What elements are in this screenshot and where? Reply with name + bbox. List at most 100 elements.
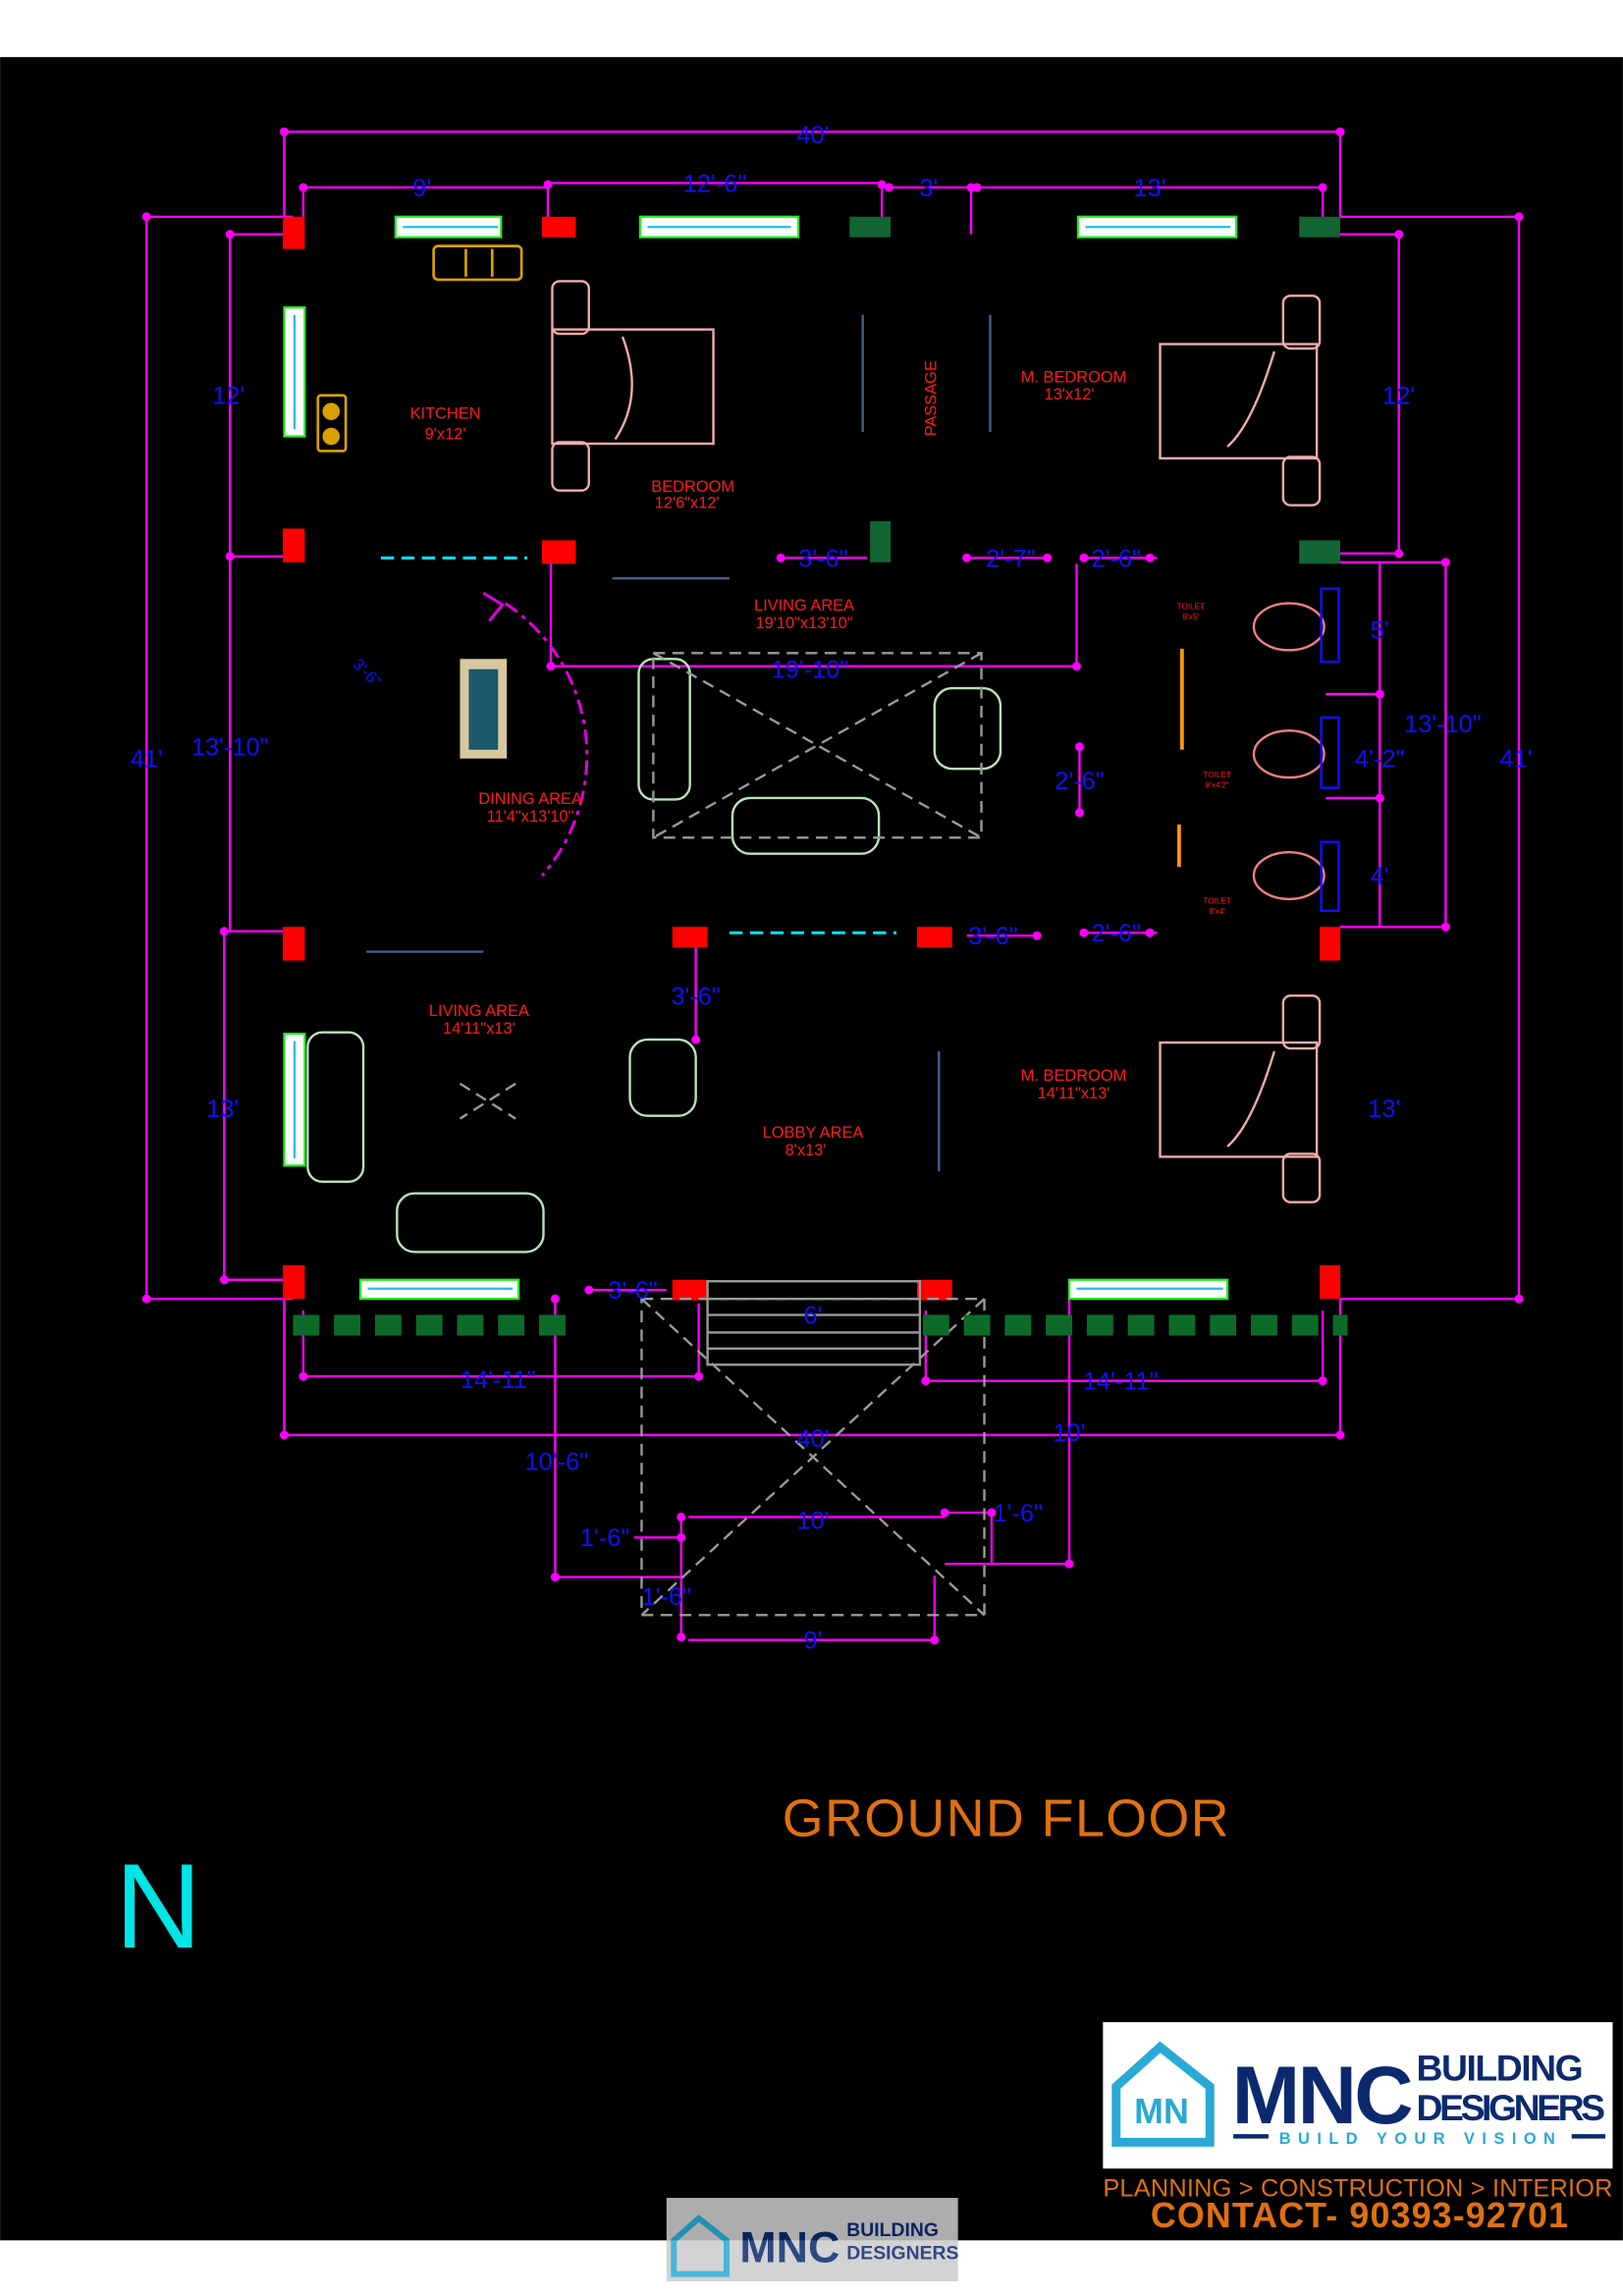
dimension-lines-shape	[141, 127, 1524, 1645]
dimension-lines-shape-shape	[940, 1508, 949, 1518]
dimension-lines-shape	[301, 1303, 1325, 1382]
dimension-lines-shape-shape	[550, 1573, 560, 1582]
dimension-lines-shape-shape	[776, 553, 785, 562]
dimension-labels: 40' 9' 12'-6" 3' 13' 41' 41' 12' 13'-10"…	[131, 122, 1533, 1654]
dim-top-kitchen: 9'	[412, 175, 431, 202]
dimension-lines-shape-shape	[1440, 558, 1450, 567]
dim-left-top: 12'	[212, 383, 244, 410]
dim-left-mid: 13'-10"	[191, 734, 269, 762]
watermark-house-icon	[671, 2215, 730, 2277]
dim-toilet-door: 2'-6"	[1055, 768, 1104, 795]
columns	[282, 216, 1341, 1301]
toilets-shape	[1320, 587, 1340, 664]
dimension-lines-shape-shape	[225, 552, 235, 561]
columns-shape	[1320, 1264, 1341, 1300]
dimension-lines-shape-shape	[1514, 212, 1524, 222]
dim-door-top-1: 3'-6"	[798, 545, 847, 572]
dimension-lines-shape-shape	[1318, 183, 1327, 192]
living-top-size: 19'10"x13'10"	[756, 614, 853, 632]
dimension-lines-shape-shape	[219, 927, 229, 936]
bed-master-bottom-shape	[1281, 994, 1322, 1050]
dimension-lines-shape-shape	[1079, 553, 1089, 562]
dim-front-total: 40'	[796, 1425, 829, 1453]
dimension-lines-shape-shape	[987, 1508, 997, 1518]
dim-left-total: 41'	[131, 746, 163, 774]
windows-shape	[293, 226, 1231, 1290]
sofa-set-bottom	[306, 1031, 697, 1254]
toilet-3-label: TOILET	[1203, 896, 1231, 905]
dimension-lines-shape	[301, 182, 1325, 235]
dim-left-bottom: 13'	[206, 1095, 239, 1123]
toilets-shape	[1252, 729, 1325, 779]
dimension-lines-shape-shape	[141, 212, 151, 222]
toilets-shape	[1252, 602, 1325, 652]
dimension-lines-shape-shape	[1335, 127, 1345, 136]
sofa-set-bottom-shape	[306, 1031, 365, 1184]
dimension-lines-shape-shape	[543, 180, 553, 189]
dining-door-swing	[504, 602, 589, 878]
dim-porch-offset-right: 1'-6"	[994, 1500, 1043, 1527]
brand-line2: DESIGNERS	[1417, 2087, 1605, 2128]
m-bedroom-bottom-label: M. BEDROOM	[1021, 1067, 1126, 1085]
entry-steps-shape	[706, 1280, 922, 1366]
dim-porch-offset-left: 1'-6"	[580, 1524, 629, 1552]
dimension-lines-shape-shape	[219, 1275, 229, 1285]
dim-door-top-3: 2'-6"	[1092, 545, 1141, 572]
columns-shape	[282, 216, 305, 249]
bed-bedroom	[551, 280, 715, 492]
dimension-lines-shape	[283, 131, 1342, 217]
watermark-name: MNC	[739, 2223, 839, 2272]
room-labels: KITCHEN 9'x12' BEDROOM 12'6"x12' PASSAGE…	[410, 360, 1231, 1159]
dimension-lines-shape	[549, 553, 1081, 1041]
dimension-lines-shape-shape	[298, 1371, 308, 1381]
dimension-lines-shape-shape	[676, 1532, 686, 1542]
toilet-1-size: 8'x5'	[1183, 613, 1200, 621]
toilet-doors-shape	[1177, 648, 1184, 868]
columns-shape	[870, 521, 892, 562]
brand-logo: MN MNC BUILDING DESIGNERS BUILD YOUR VIS…	[1103, 2022, 1612, 2235]
dimension-lines-shape-shape	[1440, 922, 1450, 932]
dimension-lines-shape-shape	[298, 183, 308, 192]
dim-living-width: 19'-10"	[772, 657, 849, 684]
dim-right-bottom: 13'	[1368, 1095, 1400, 1123]
doors-shape	[482, 591, 505, 622]
living-bottom-label: LIVING AREA	[429, 1002, 529, 1020]
doors-shape	[366, 314, 992, 1172]
dimension-lines	[141, 127, 1524, 1645]
living-bottom-size: 14'11"x13'	[443, 1020, 515, 1038]
dining-size: 11'4"x13'10"	[487, 808, 574, 826]
lobby-label: LOBBY AREA	[763, 1124, 864, 1142]
kitchen-sink	[432, 244, 523, 282]
dimension-lines-shape-shape	[1043, 553, 1053, 562]
bed-master-top-shape	[1159, 343, 1319, 460]
kitchen-stove-shape	[316, 394, 348, 453]
bedroom-size: 12'6"x12'	[655, 495, 720, 512]
dimension-lines-shape-shape	[972, 183, 982, 192]
sofa-set-top-shape	[730, 796, 881, 855]
lobby-size: 8'x13'	[785, 1142, 827, 1159]
kitchen-sink-shape	[432, 244, 523, 282]
dim-toilet-3: 4'	[1371, 863, 1389, 890]
bed-master-bottom-shape	[1281, 1152, 1322, 1203]
dimension-lines-shape	[223, 233, 294, 1281]
kitchen-stove-shape	[322, 402, 341, 420]
columns-shape	[1320, 927, 1341, 961]
bed-master-top	[1159, 294, 1322, 507]
m-bedroom-top-size: 13'x12'	[1045, 386, 1095, 403]
windows	[283, 215, 1238, 1301]
brand-contact: CONTACT- 90393-92701	[1151, 2196, 1568, 2235]
dim-top-total: 40'	[796, 122, 829, 149]
dimension-lines-shape-shape	[1375, 689, 1384, 699]
dimension-lines-shape-shape	[1335, 1430, 1345, 1440]
porch-cross	[640, 1298, 986, 1617]
dimension-lines-shape-shape	[930, 1635, 940, 1645]
porch-outline	[640, 1297, 986, 1617]
dimension-lines-shape-shape	[676, 1632, 686, 1642]
dim-porch-offset-bottom: 1'-6"	[642, 1583, 691, 1611]
dim-porch-left: 10'-6"	[525, 1449, 589, 1476]
toilet-3-size: 8'x4'	[1210, 907, 1226, 916]
columns-shape	[542, 216, 576, 238]
dimension-lines-shape-shape	[546, 662, 556, 671]
watermark-logo: MNC BUILDING DESIGNERS	[666, 2198, 958, 2282]
brand-services: PLANNING > CONSTRUCTION > INTERIOR	[1103, 2175, 1612, 2203]
